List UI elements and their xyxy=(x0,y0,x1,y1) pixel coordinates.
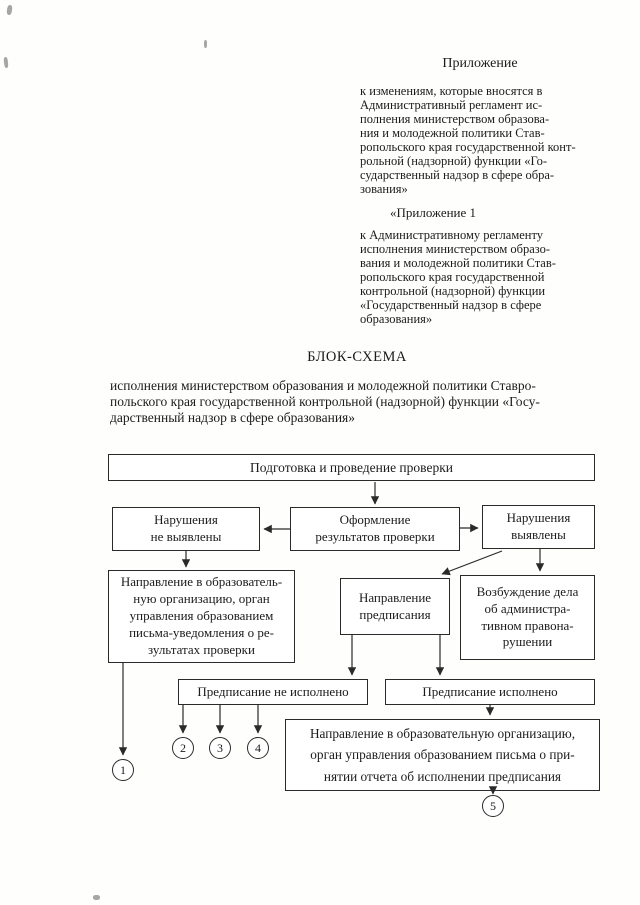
flowchart-box-order-executed: Предписание исполнено xyxy=(385,679,595,705)
scan-artifact xyxy=(204,40,207,48)
connector-circle-4: 4 xyxy=(247,737,269,759)
flowchart-title: БЛОК-СХЕМА xyxy=(307,349,407,365)
arrow-violations-to-order xyxy=(441,550,503,576)
flowchart-box-order-not-executed: Предписание не исполнено xyxy=(178,679,368,705)
scan-artifact xyxy=(93,895,100,900)
scan-artifact xyxy=(3,56,9,69)
flowchart-box-notice-letter: Направление в образователь- ную организа… xyxy=(108,570,295,663)
flowchart-box-results: Оформление результатов проверки xyxy=(290,507,460,551)
connector-circle-3: 3 xyxy=(209,737,231,759)
flowchart-box-admin-case: Возбуждение дела об администра- тивном п… xyxy=(460,575,595,660)
scan-artifact xyxy=(6,4,13,16)
appendix-paragraph: к изменениям, которые вносятся в Админис… xyxy=(360,84,576,196)
flowchart-box-violations: Нарушения выявлены xyxy=(482,505,595,549)
appendix1-heading: «Приложение 1 xyxy=(390,205,477,220)
flowchart-box-report-letter: Направление в образовательную организаци… xyxy=(285,719,600,791)
appendix-heading: Приложение xyxy=(442,56,518,71)
regulation-paragraph: к Административному регламенту исполнени… xyxy=(360,228,556,326)
flowchart-subtitle: исполнения министерством образования и м… xyxy=(110,378,540,425)
connector-circle-5: 5 xyxy=(482,795,504,817)
connector-circle-1: 1 xyxy=(112,759,134,781)
connector-circle-2: 2 xyxy=(172,737,194,759)
flowchart-box-no-violations: Нарушения не выявлены xyxy=(112,507,260,551)
flowchart-box-order: Направление предписания xyxy=(340,578,450,635)
flowchart-box-preparation: Подготовка и проведение проверки xyxy=(108,454,595,481)
